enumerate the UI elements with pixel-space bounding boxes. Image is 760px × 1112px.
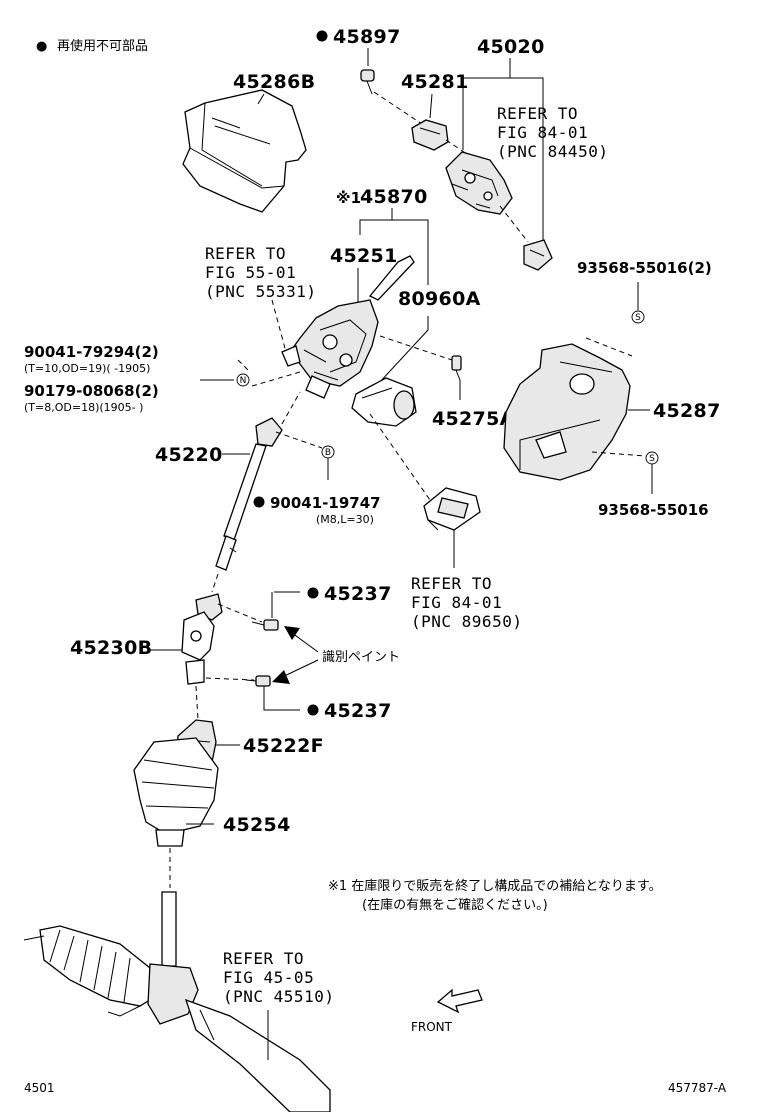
ref-89650[interactable]: REFER TO FIG 84-01 (PNC 89650): [411, 574, 522, 631]
footnote-line2: (在庫の有無をご確認ください。): [362, 897, 548, 913]
bolt-45275A[interactable]: [451, 355, 462, 381]
ref-55331[interactable]: REFER TO FIG 55-01 (PNC 55331): [205, 244, 316, 301]
label-45870-mark: ※1: [336, 189, 361, 207]
upper-column-cover[interactable]: [182, 89, 307, 213]
non-reusable-dot-45237-lower: [307, 704, 319, 716]
marker-s-upper-text: S: [635, 313, 641, 323]
front-label: FRONT: [411, 1020, 453, 1034]
ref-84450[interactable]: REFER TO FIG 84-01 (PNC 84450): [497, 104, 608, 161]
ref-84450-line2: FIG 84-01: [497, 123, 588, 142]
ref-45510[interactable]: REFER TO FIG 45-05 (PNC 45510): [223, 949, 334, 1006]
footnote-line1: ※1 在庫限りで販売を終了し構成品での補給となります。: [328, 878, 662, 894]
label-90041-19747-sub: (M8,L=30): [316, 513, 374, 526]
bolt-45237-upper[interactable]: [251, 619, 279, 631]
label-45275A: 45275A: [432, 408, 515, 430]
legend-bullet: ●: [36, 39, 47, 54]
intermediate-shaft-45220[interactable]: [215, 417, 283, 571]
boot-45254[interactable]: [133, 737, 219, 847]
ref-45510-line2: FIG 45-05: [223, 968, 314, 987]
ref-84450-line3: (PNC 84450): [497, 142, 608, 161]
label-90041-79294-sub: (T=10,OD=19)( -1905): [24, 362, 150, 375]
ref-55331-line1: REFER TO: [205, 244, 286, 263]
screw-45897[interactable]: [360, 69, 375, 95]
label-45237-upper: 45237: [324, 583, 392, 605]
marker-b-text: B: [325, 448, 331, 458]
legend-text: 再使用不可部品: [57, 38, 148, 54]
label-45251: 45251: [330, 245, 398, 267]
ref-55331-line3: (PNC 55331): [205, 282, 316, 301]
connector-84450[interactable]: [523, 239, 553, 271]
assist-motor-80960A[interactable]: [351, 377, 417, 427]
ref-89650-line1: REFER TO: [411, 574, 492, 593]
paint-label: 識別ペイント: [322, 650, 400, 665]
illustration-id: 457787-A: [668, 1081, 727, 1095]
non-reusable-dot-45237-upper: [307, 587, 319, 599]
label-93568-55016: 93568-55016: [598, 501, 709, 519]
label-45281: 45281: [401, 71, 469, 93]
figure-number: 4501: [24, 1081, 55, 1095]
ref-55331-line2: FIG 55-01: [205, 263, 296, 282]
ref-84450-line1: REFER TO: [497, 104, 578, 123]
steering-column-assembly-45251[interactable]: [281, 255, 415, 399]
label-45230B: 45230B: [70, 637, 152, 659]
label-45222F: 45222F: [243, 735, 324, 757]
label-45870: 45870: [360, 186, 428, 208]
label-45287: 45287: [653, 400, 721, 422]
ref-45510-line1: REFER TO: [223, 949, 304, 968]
steering-gear-assembly-45510[interactable]: [23, 891, 331, 1112]
marker-n-text: N: [240, 376, 247, 386]
ref-89650-line2: FIG 84-01: [411, 593, 502, 612]
label-45020: 45020: [477, 36, 545, 58]
label-45897: 45897: [333, 26, 401, 48]
label-45220: 45220: [155, 444, 223, 466]
label-80960A: 80960A: [398, 288, 481, 310]
ignition-switch-housing-45020[interactable]: [445, 151, 513, 215]
marker-s-upper: [631, 310, 645, 324]
label-45286B: 45286B: [233, 71, 315, 93]
label-45237-lower: 45237: [324, 700, 392, 722]
label-90179-08068-sub: (T=8,OD=18)(1905- ): [24, 401, 143, 414]
label-45254: 45254: [223, 814, 291, 836]
key-cylinder-45281[interactable]: [411, 119, 449, 151]
universal-joint-45230B[interactable]: [181, 593, 223, 685]
front-arrow-icon: [436, 988, 483, 1014]
ecu-bracket-89650[interactable]: [423, 487, 481, 531]
marker-n: [236, 373, 250, 387]
paint-indicator-arrows: [272, 626, 319, 684]
label-93568-55016-2: 93568-55016(2): [577, 259, 712, 277]
ref-45510-line3: (PNC 45510): [223, 987, 334, 1006]
marker-s-lower-text: S: [649, 454, 655, 464]
ref-89650-line3: (PNC 89650): [411, 612, 522, 631]
non-reusable-dot-45897: [316, 30, 328, 42]
label-90041-19747: 90041-19747: [270, 494, 381, 512]
label-90179-08068: 90179-08068(2): [24, 382, 159, 400]
non-reusable-dot-90041-19747: [253, 496, 265, 508]
bolt-45237-lower[interactable]: [245, 675, 271, 687]
lower-column-cover-45287[interactable]: [503, 343, 631, 481]
legend: ● 再使用不可部品: [36, 38, 148, 54]
label-90041-79294: 90041-79294(2): [24, 343, 159, 361]
